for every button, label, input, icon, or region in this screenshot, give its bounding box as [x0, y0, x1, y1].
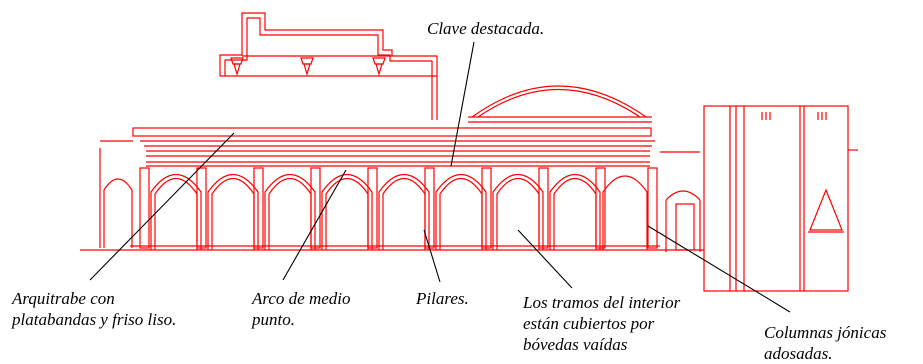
label-line: Arquitrabe con [12, 289, 115, 308]
label-line: Los tramos del interior [523, 293, 681, 312]
dome [468, 85, 652, 123]
leader-arco [282, 169, 347, 281]
arcade [150, 174, 648, 250]
ground-line [80, 245, 704, 251]
label-line: bóvedas vaídas [523, 335, 628, 354]
label-arquitrabe: Arquitrabe con platabandas y friso liso. [12, 288, 176, 330]
label-line: punto. [252, 310, 295, 329]
label-line: Clave destacada. [427, 19, 545, 38]
label-line: Arco de medio [252, 289, 351, 308]
leader-tramos [517, 229, 573, 289]
leader-arquitrabe [89, 132, 235, 281]
label-line: están cubiertos por [523, 314, 655, 333]
label-arco-medio-punto: Arco de medio punto. [252, 288, 351, 330]
label-tramos: Los tramos del interior están cubiertos … [523, 292, 680, 355]
label-line: adosadas. [764, 344, 833, 363]
right-tower [703, 105, 858, 292]
side-wings [99, 148, 701, 252]
label-line: Columnas jónicas [764, 323, 887, 342]
label-line: platabandas y friso liso. [12, 310, 177, 329]
label-line: Pilares. [416, 289, 469, 308]
leader-pilares [423, 229, 441, 283]
tower-brackets [230, 57, 386, 77]
leader-columnas [647, 225, 791, 313]
label-clave-destacada: Clave destacada. [427, 18, 544, 39]
upper-tower [219, 12, 438, 120]
leader-clave [450, 41, 475, 167]
label-columnas-jonicas: Columnas jónicas adosadas. [764, 322, 886, 364]
leader-lines [89, 41, 791, 313]
entablature [100, 127, 700, 167]
label-pilares: Pilares. [416, 288, 469, 309]
ionic-columns [139, 167, 658, 249]
